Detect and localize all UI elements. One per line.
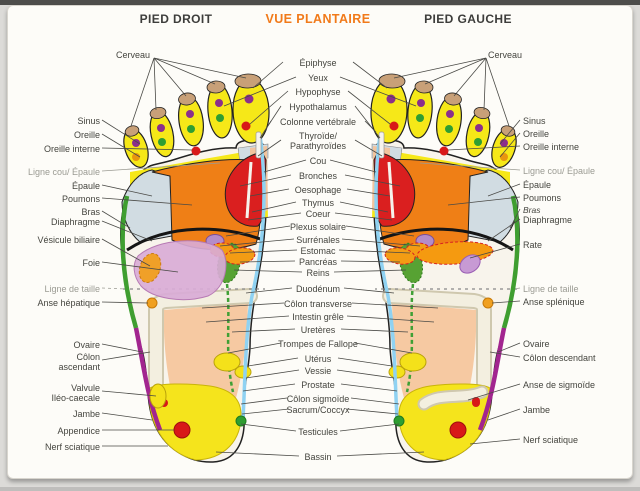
label-left-colon-ascendant: Côlon ascendant <box>58 352 100 372</box>
header-pied-gauche: PIED GAUCHE <box>424 12 512 26</box>
label-center-colonne-vertebrale: Colonne vertébrale <box>279 117 357 127</box>
label-center-cou: Cou <box>309 156 327 166</box>
label-center-prostate: Prostate <box>301 380 335 390</box>
label-right-ligne-de-taille: Ligne de taille <box>523 284 579 294</box>
label-right-ovaire: Ovaire <box>523 339 550 349</box>
label-right-poumons: Poumons <box>523 193 562 203</box>
label-center-hypophyse: Hypophyse <box>295 87 341 97</box>
label-left-ligne-cou-epaule: Ligne cou/ Épaule <box>27 167 100 177</box>
label-center-bassin: Bassin <box>304 452 332 462</box>
label-center-coeur: Coeur <box>305 209 331 219</box>
label-center-surrenales: Surrénales <box>296 235 340 245</box>
label-right-bras: Bras <box>523 205 541 215</box>
header-pied-droit: PIED DROIT <box>139 12 213 26</box>
label-cerveau-left: Cerveau <box>116 50 151 60</box>
label-left-foie: Foie <box>82 258 100 268</box>
label-center-intestin-grele: Intestin grêle <box>292 312 344 322</box>
label-center-duodenum: Duodénum <box>295 284 341 294</box>
label-left-poumons: Poumons <box>61 194 100 204</box>
label-center-sacrum-coccyx: Sacrum/Coccyx <box>286 405 350 415</box>
photo-top-edge <box>0 0 640 5</box>
label-center-thyroide-parathyroides: Thyroïde/ Parathyroïdes <box>289 131 347 151</box>
label-center-yeux: Yeux <box>308 73 328 83</box>
label-center-oesophage: Oesophage <box>294 185 342 195</box>
label-right-jambe: Jambe <box>523 405 551 415</box>
label-right-rate: Rate <box>523 240 543 250</box>
label-center-estomac: Estomac <box>300 246 336 256</box>
label-right-epaule: Épaule <box>523 180 552 190</box>
label-center-ureteres: Uretères <box>300 325 336 335</box>
label-left-valvule-ileo-caecale: Valvule Iléo-caecale <box>51 383 100 403</box>
label-left-ovaire: Ovaire <box>73 340 100 350</box>
label-right-diaphragme: Diaphragme <box>523 215 573 225</box>
label-right-colon-descendant: Côlon descendant <box>523 353 596 363</box>
label-right-sinus: Sinus <box>523 116 546 126</box>
label-center-pancreas: Pancréas <box>298 257 338 267</box>
label-right-anse-splenique: Anse splénique <box>523 297 585 307</box>
label-left-diaphragme: Diaphragme <box>50 217 100 227</box>
label-right-oreille-interne: Oreille interne <box>523 142 580 152</box>
label-left-jambe: Jambe <box>72 409 100 419</box>
label-center-colon-sigmoide: Côlon sigmoïde <box>286 394 350 404</box>
label-left-vesicule-biliaire: Vésicule biliaire <box>37 235 100 245</box>
label-right-ligne-cou-epaule: Ligne cou/ Épaule <box>523 166 596 176</box>
label-center-plexus-solaire: Plexus solaire <box>289 222 347 232</box>
label-left-oreille: Oreille <box>73 130 100 140</box>
page-title: VUE PLANTAIRE <box>265 12 371 26</box>
label-center-colon-transverse: Côlon transverse <box>283 299 353 309</box>
label-right-nerf-sciatique: Nerf sciatique <box>523 435 579 445</box>
right-foot <box>119 74 270 462</box>
label-left-bras: Bras <box>81 207 100 217</box>
label-left-oreille-interne: Oreille interne <box>43 144 100 154</box>
label-left-nerf-sciatique: Nerf sciatique <box>44 442 100 452</box>
label-left-sinus: Sinus <box>77 116 100 126</box>
label-left-appendice: Appendice <box>57 426 100 436</box>
leader-lines <box>101 57 521 457</box>
label-left-ligne-de-taille: Ligne de taille <box>44 284 100 294</box>
label-cerveau-right: Cerveau <box>488 50 523 60</box>
label-center-vessie: Vessie <box>304 366 332 376</box>
label-center-reins: Reins <box>306 268 330 278</box>
label-center-trompes-de-fallope: Trompes de Fallope <box>278 339 358 349</box>
label-left-epaule: Épaule <box>71 181 100 191</box>
left-foot-organs <box>416 241 494 411</box>
label-center-epiphyse: Épiphyse <box>299 58 337 68</box>
label-right-anse-de-sigmoide: Anse de sigmoïde <box>523 380 596 390</box>
chart-card <box>7 5 633 479</box>
label-center-bronches: Bronches <box>298 171 338 181</box>
label-center-testicules: Testicules <box>298 427 338 437</box>
label-left-anse-hepatique: Anse hépatique <box>37 298 100 308</box>
label-center-hypothalamus: Hypothalamus <box>289 102 347 112</box>
photo-bottom-edge <box>0 487 640 491</box>
label-right-oreille: Oreille <box>523 129 550 139</box>
label-center-uterus: Utérus <box>304 354 332 364</box>
label-center-thymus: Thymus <box>301 198 334 208</box>
